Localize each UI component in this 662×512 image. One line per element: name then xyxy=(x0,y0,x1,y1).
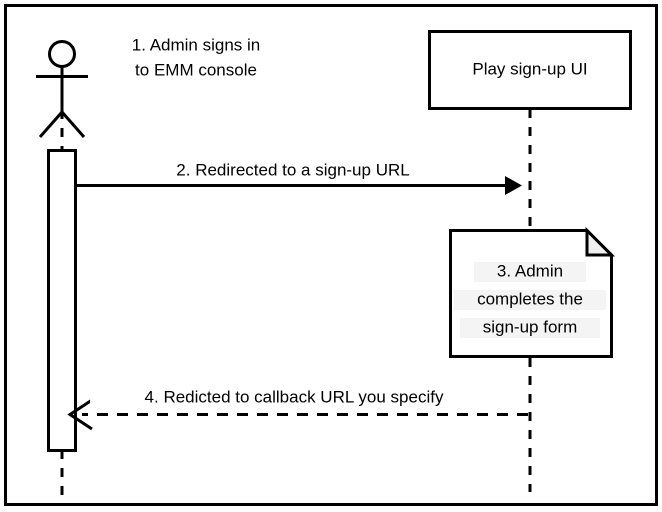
message-2[interactable]: 2. Redirected to a sign-up URL xyxy=(75,159,522,195)
message-4-label: 4. Redicted to callback URL you specify xyxy=(145,387,444,406)
note-step-3-line-3-backdrop xyxy=(460,318,600,338)
activation-bar-admin xyxy=(47,149,77,452)
message-4-label-backdrop xyxy=(90,386,498,408)
note-step-3-line-3: sign-up form xyxy=(483,317,577,336)
actor-leg-left-icon xyxy=(38,111,64,138)
message-4[interactable]: 4. Redicted to callback URL you specify xyxy=(67,386,528,431)
actor-leg-right-icon xyxy=(60,111,86,138)
note-step-3-line-1: 3. Admin xyxy=(497,261,563,280)
note-step-3-line-2: completes the xyxy=(477,289,583,308)
note-step-3-line-2-backdrop xyxy=(454,290,606,310)
participant-admin[interactable] xyxy=(36,40,88,138)
note-step-3-fold-icon xyxy=(585,226,616,257)
message-2-label-backdrop xyxy=(140,159,446,181)
note-step-3[interactable]: 3. Admin completes the sign-up form xyxy=(449,226,616,358)
actor-head-icon xyxy=(48,40,76,68)
annotation-step-1-line-1: 1. Admin signs in xyxy=(132,35,261,54)
participant-box-play-signup-ui xyxy=(428,30,632,110)
message-2-arrowhead-icon xyxy=(505,176,522,195)
participant-label-play-signup-ui: Play sign-up UI xyxy=(472,59,587,78)
message-4-arrowhead-icon xyxy=(67,398,93,431)
annotation-step-1-line-2: to EMM console xyxy=(135,60,257,79)
participant-play-signup-ui[interactable]: Play sign-up UI xyxy=(428,30,632,110)
annotation-step-1: 1. Admin signs in to EMM console xyxy=(132,35,261,79)
message-2-label: 2. Redirected to a sign-up URL xyxy=(176,160,409,179)
note-step-3-line-1-backdrop xyxy=(474,262,586,282)
